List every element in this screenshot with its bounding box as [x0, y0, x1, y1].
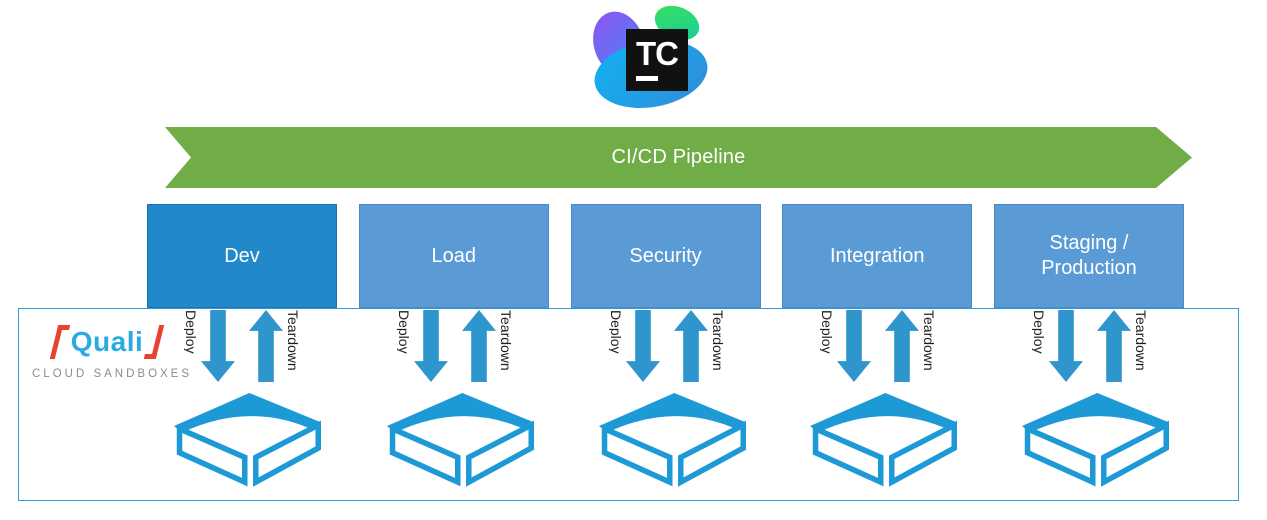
deploy-arrow-down-icon — [626, 310, 660, 382]
deploy-label: Deploy — [1032, 310, 1046, 354]
deploy-arrow-down-icon — [837, 310, 871, 382]
deploy-label: Deploy — [184, 310, 198, 354]
deploy-teardown-arrows: Deploy Teardown — [184, 310, 300, 386]
pipeline-stages-row: Dev Load Security Integration Staging / … — [147, 204, 1184, 308]
sandbox-unit-4: Deploy Teardown — [1000, 310, 1180, 488]
teamcity-logo-icon: TC — [593, 5, 708, 108]
cicd-pipeline-banner: CI/CD Pipeline — [165, 127, 1192, 188]
deploy-teardown-arrows: Deploy Teardown — [820, 310, 936, 386]
teardown-arrow-up-icon — [885, 310, 919, 382]
quali-left-bracket-icon — [49, 325, 70, 359]
quali-tagline: CLOUD SANDBOXES — [32, 368, 193, 380]
stage-label: Integration — [829, 244, 925, 267]
stage-label: Dev — [224, 244, 260, 267]
quali-logo: Quali CLOUD SANDBOXES — [32, 320, 193, 380]
stage-box-load: Load — [358, 204, 549, 308]
deploy-label: Deploy — [397, 310, 411, 354]
cicd-pipeline-label: CI/CD Pipeline — [611, 146, 746, 168]
stage-label: Security — [629, 244, 702, 267]
sandbox-3d-box-icon — [387, 392, 534, 487]
deploy-teardown-arrows: Deploy Teardown — [1032, 310, 1148, 386]
deploy-teardown-arrows: Deploy Teardown — [397, 310, 513, 386]
sandbox-unit-1: Deploy Teardown — [365, 310, 545, 488]
tc-underscore — [636, 76, 658, 81]
sandbox-3d-box-icon — [174, 392, 321, 487]
teardown-arrow-up-icon — [674, 310, 708, 382]
teardown-label: Teardown — [711, 310, 725, 371]
teamcity-logo: TC — [592, 2, 716, 110]
sandbox-unit-2: Deploy Teardown — [577, 310, 757, 488]
teardown-arrow-up-icon — [462, 310, 496, 382]
teardown-label: Teardown — [499, 310, 513, 371]
cloud-sandboxes-container — [18, 308, 1239, 501]
sandbox-3d-box-icon — [1022, 392, 1169, 487]
quali-wordmark: Quali — [32, 320, 182, 364]
deploy-label: Deploy — [609, 310, 623, 354]
deploy-arrow-down-icon — [414, 310, 448, 382]
quali-brand-text: Quali — [70, 326, 144, 357]
deploy-arrow-down-icon — [201, 310, 235, 382]
tc-letters: TC — [636, 35, 678, 72]
deploy-label: Deploy — [820, 310, 834, 354]
stage-box-dev: Dev — [147, 204, 337, 308]
teardown-label: Teardown — [922, 310, 936, 371]
stage-label: Load — [431, 244, 477, 267]
teardown-arrow-up-icon — [249, 310, 283, 382]
stage-box-security: Security — [570, 204, 761, 308]
teardown-arrow-up-icon — [1097, 310, 1131, 382]
deploy-arrow-down-icon — [1049, 310, 1083, 382]
stage-label: Staging / Production — [1041, 232, 1137, 279]
stage-box-integration: Integration — [782, 204, 973, 308]
sandbox-3d-box-icon — [599, 392, 746, 487]
sandbox-unit-3: Deploy Teardown — [788, 310, 968, 488]
deploy-teardown-arrows: Deploy Teardown — [609, 310, 725, 386]
teardown-label: Teardown — [286, 310, 300, 371]
teardown-label: Teardown — [1134, 310, 1148, 371]
stage-box-staging-production: Staging / Production — [994, 204, 1184, 308]
sandbox-unit-0: Deploy Teardown — [152, 310, 332, 488]
sandbox-3d-box-icon — [810, 392, 957, 487]
